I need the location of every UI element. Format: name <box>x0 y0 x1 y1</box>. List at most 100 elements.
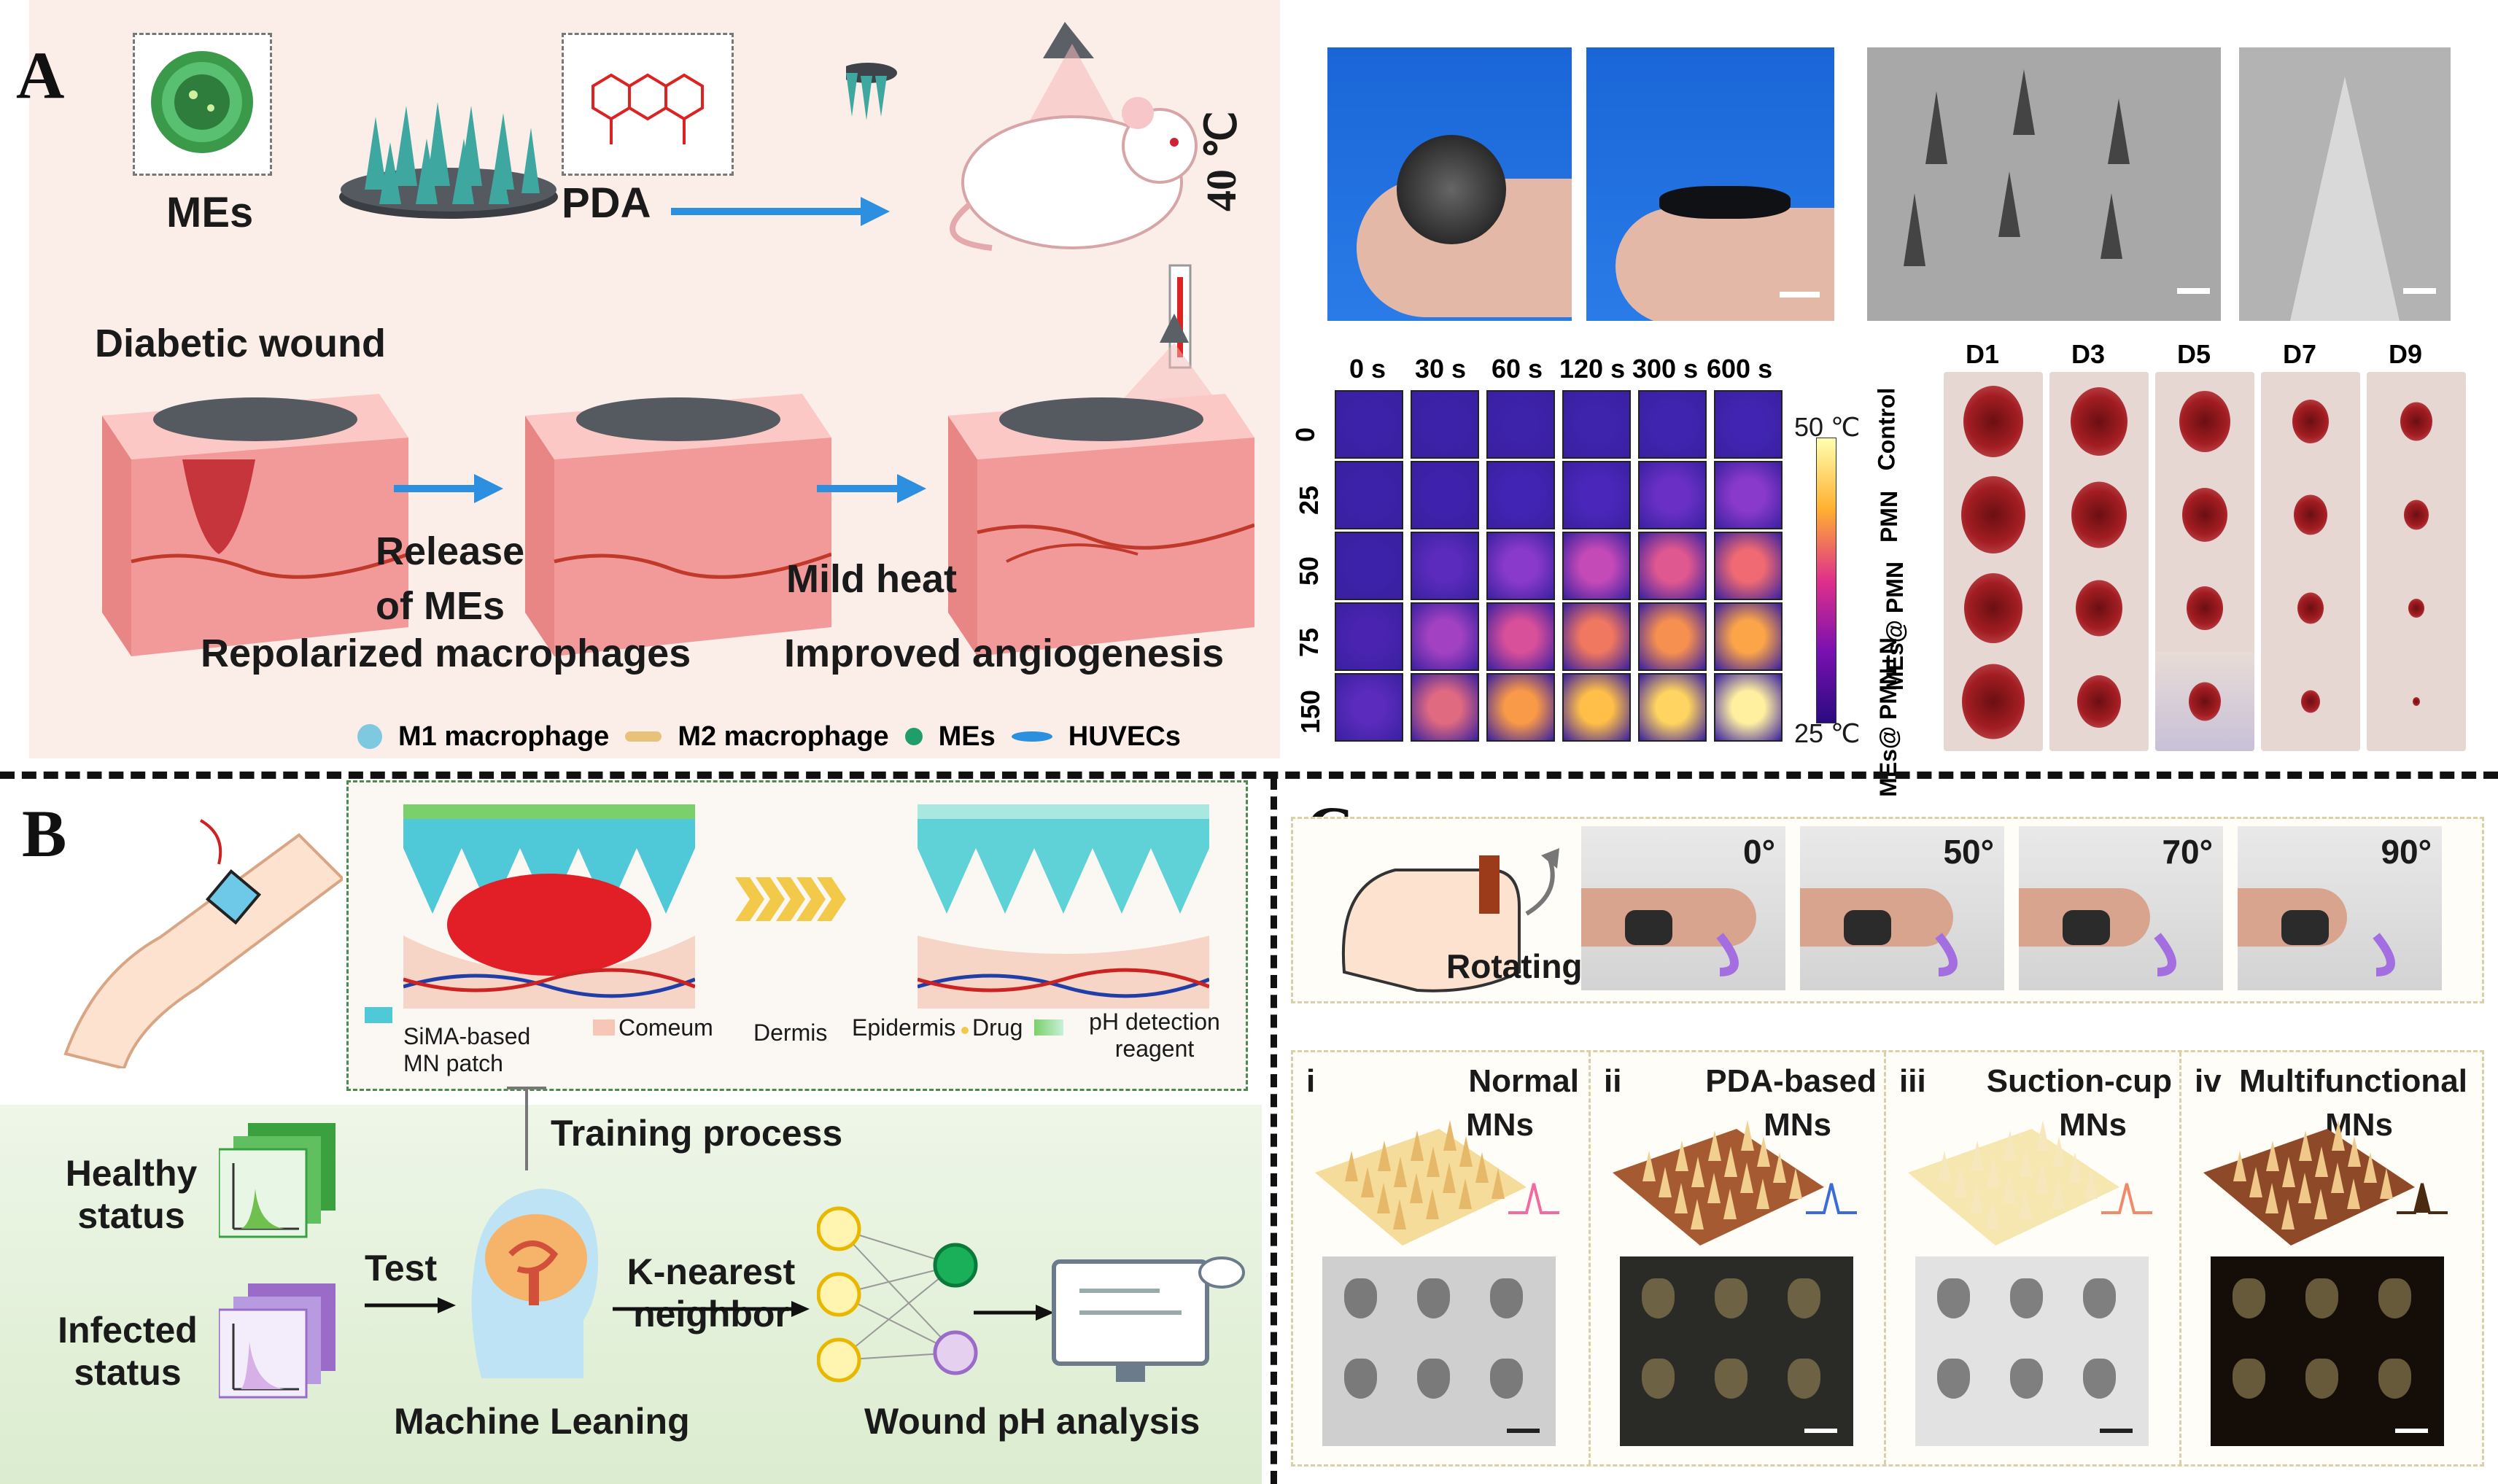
finger-angle-photo: 70° <box>2019 826 2223 990</box>
mn-type-number: i <box>1306 1063 1316 1099</box>
brain-head-icon <box>471 1189 598 1378</box>
arrow-step-2 <box>817 474 926 503</box>
thermal-cell <box>1714 461 1783 529</box>
mn-type-name-line1: Suction-cup <box>1986 1063 2172 1099</box>
neural-network-icon <box>817 1206 978 1383</box>
thermal-cell <box>1638 461 1707 529</box>
wound-spot <box>2292 400 2329 443</box>
finger-angle-photo: 90° <box>2238 826 2442 990</box>
angiogenesis-label: Improved angiogenesis <box>784 632 1225 675</box>
mn-type-name-line2: MNs <box>1466 1107 1534 1143</box>
pda-label: PDA <box>562 179 651 227</box>
thermal-cell <box>1335 461 1403 529</box>
output-arrow <box>974 1305 1054 1321</box>
wound-photo <box>2367 559 2466 658</box>
thermal-cell <box>1335 602 1403 671</box>
wound-spot <box>2182 488 2227 542</box>
wound-photo <box>2155 652 2254 751</box>
microneedle-patch-illustration <box>339 102 558 219</box>
patch-legend-label: SiMA-based MN patch <box>403 1023 531 1076</box>
training-connector-top <box>507 1087 546 1089</box>
test-arrow <box>365 1297 456 1313</box>
wound-spot <box>2076 580 2122 637</box>
patch-on-finger-photo-2 <box>1586 47 1834 321</box>
vertical-separator <box>1271 777 1277 1484</box>
wound-photo <box>1944 652 2043 751</box>
thermal-cell <box>1486 461 1555 529</box>
mn-type-name-line2: MNs <box>2059 1107 2127 1143</box>
patch-on-finger-photo-1 <box>1327 47 1572 321</box>
temperature-label: 40 ℃ <box>1198 111 1245 211</box>
thermal-cell <box>1638 673 1707 742</box>
angle-label: 50° <box>1943 833 1994 871</box>
wound-photo <box>2049 559 2149 658</box>
mn-profile-icon <box>2101 1183 2152 1214</box>
mn-micrograph <box>1915 1256 2149 1446</box>
angle-label: 90° <box>2381 833 2432 871</box>
wound-photo <box>1944 465 2043 564</box>
m1-macrophage-legend: M1 macrophage <box>398 720 610 752</box>
sem-single-needle-image <box>2239 47 2451 321</box>
infected-status-icon <box>219 1283 335 1399</box>
wound-spot <box>2071 481 2127 548</box>
time-label-0s: 0 s <box>1349 354 1386 384</box>
mes-vesicle-box <box>133 33 272 176</box>
panel-b-bottom-band <box>0 1105 1262 1484</box>
repolarized-label: Repolarized macrophages <box>201 632 691 675</box>
colorbar-min-label: 25 ℃ <box>1794 718 1861 748</box>
panel-b-letter: B <box>22 796 67 871</box>
thermal-cell <box>1486 673 1555 742</box>
thermal-cell <box>1562 673 1631 742</box>
arm-with-patch-illustration <box>63 819 343 1068</box>
release-label-line1: Release <box>376 529 525 573</box>
arrow-step-1 <box>394 474 503 503</box>
wound-spot <box>1963 386 2023 457</box>
day-label-d5: D5 <box>2177 339 2211 369</box>
thermal-cell <box>1562 532 1631 600</box>
thermal-cell <box>1486 390 1555 459</box>
wound-photo <box>2367 652 2466 751</box>
thermal-cell <box>1562 390 1631 459</box>
monitor-cloud-icon <box>1052 1256 1245 1382</box>
thermal-cell <box>1411 461 1479 529</box>
wound-ph-analysis-label: Wound pH analysis <box>864 1401 1200 1442</box>
angle-label: 0° <box>1743 833 1775 871</box>
wound-spot <box>1962 664 2025 739</box>
mn-patch-illustration <box>2203 1120 2415 1246</box>
knn-label: K-nearest neighbor <box>627 1251 796 1335</box>
skin-block-1 <box>102 394 408 656</box>
thermal-row-labels: 0 25 50 75 150 <box>1290 394 1331 744</box>
m2-macrophage-icon <box>625 731 662 742</box>
thermal-cell <box>1411 673 1479 742</box>
mn-profile-icon <box>1508 1183 1559 1214</box>
row-label-50: 50 <box>1294 556 1324 586</box>
wound-photo <box>2261 372 2360 471</box>
thermal-cell <box>1486 532 1555 600</box>
wound-photo <box>2155 559 2254 658</box>
mn-type-name-line1: Multifunctional <box>2239 1063 2467 1099</box>
wound-spot <box>2187 586 2223 630</box>
mn-patch-illustration <box>1613 1120 1824 1246</box>
thermal-cell <box>1714 602 1783 671</box>
training-process-label: Training process <box>551 1113 843 1154</box>
wound-row-labels: Control PMN MEs@ PMN MEs@ PMN+N <box>1867 372 1940 797</box>
row-label-0: 0 <box>1290 427 1321 443</box>
skin-block-3 <box>948 314 1254 656</box>
row-label-control: Control <box>1873 387 1900 471</box>
wound-day-labels: D1 D3 D5 D7 D9 <box>1944 339 2454 376</box>
panel-a-legend: M1 macrophage M2 macrophage MEs HUVECs <box>357 718 1181 755</box>
ph-reagent-label: pH detection reagent <box>1089 1009 1220 1062</box>
thermal-cell <box>1335 390 1403 459</box>
mes-dot-icon <box>904 728 923 745</box>
panel-a-letter: A <box>16 38 65 112</box>
mn-type-name-line1: Normal <box>1468 1063 1579 1099</box>
wound-spot <box>1961 476 2025 553</box>
finger-angle-photo: 50° <box>1800 826 2004 990</box>
mn-micrograph <box>1322 1256 1556 1446</box>
day-label-d3: D3 <box>2071 339 2106 369</box>
thermal-cell <box>1486 602 1555 671</box>
mn-type-number: ii <box>1604 1063 1622 1099</box>
thermal-cell <box>1335 673 1403 742</box>
